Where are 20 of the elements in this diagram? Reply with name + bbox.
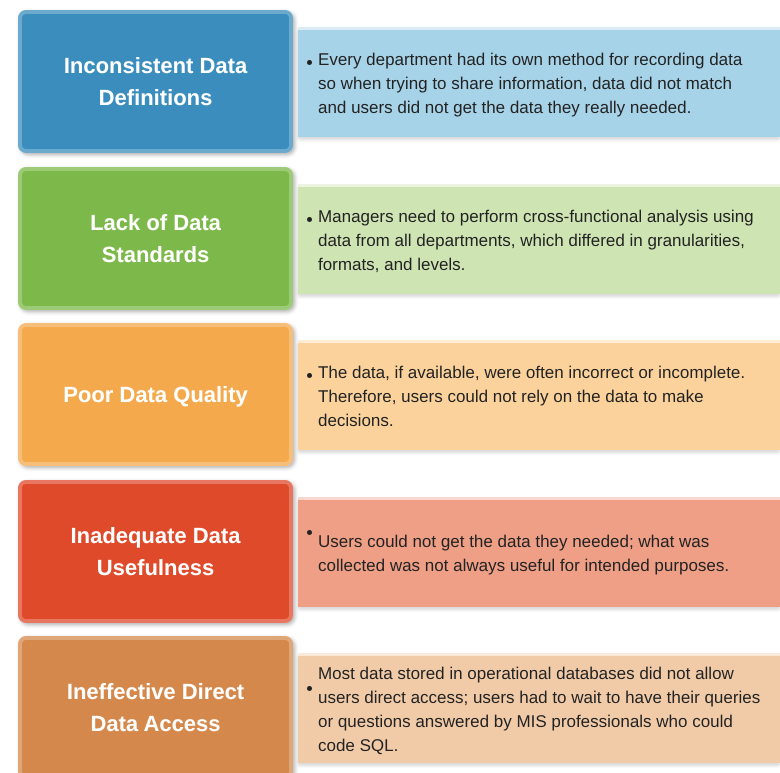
description-text: The data, if available, were often incorrect or incomplete. Therefore, users could not rely on the data to make decisions. [318,362,746,432]
description-text: Managers need to perform cross-functional analysis using data from all departments, which differed in granularities, formats, and levels. [318,206,755,276]
category-title: Inadequate Data Usefulness [70,522,242,582]
description-text: Every department had its own method for recording data so when trying to share information, data did not match and users did not get the data they really needed. [318,48,744,118]
description-text: Most data stored in operational databases did not allow users direct access; users had to wait to have their queries or questions answered by MIS professionals who could code SQL. [318,662,762,756]
category-title: Inconsistent Data Definitions [62,52,248,112]
category-box [18,480,293,623]
category-box [18,167,293,310]
description-panel [298,340,780,450]
description-panel [298,27,780,137]
category-title: Poor Data Quality [62,380,249,409]
description-panel [298,653,780,763]
description-panel [298,497,780,607]
category-title: Ineffective Direct Data Access [66,678,246,738]
description-text: Users could not get the data they needed; what was collected was not always useful for intended purposes. [318,530,730,576]
category-box [18,636,293,773]
category-box [18,10,293,153]
description-panel [298,184,780,294]
category-box [18,323,293,466]
category-title: Lack of Data Standards [89,208,222,268]
